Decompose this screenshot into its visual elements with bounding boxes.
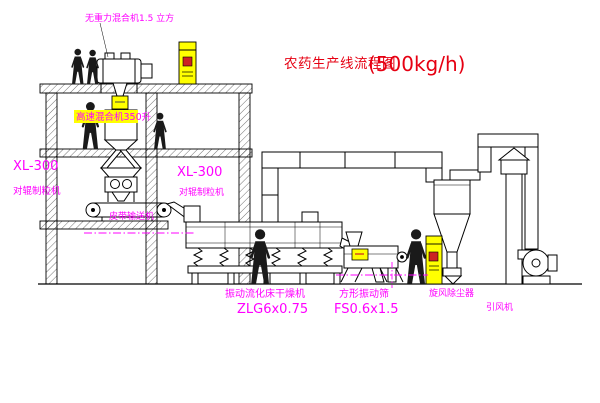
diagram-title: 农药生产线流程图 — [284, 56, 396, 72]
horizontal-duct — [261, 151, 443, 169]
cyclone-separator — [433, 133, 539, 285]
label-cyclone: 旋风除尘器 — [429, 287, 474, 299]
label-fan: 引风机 — [486, 301, 513, 313]
dryer-stub-nozzle — [301, 211, 319, 223]
label-granulator-mid-model: XL-300 — [177, 165, 222, 180]
label-top-mixer: 无重力混合机1.5 立方 — [85, 12, 174, 24]
stack-cap-body — [500, 159, 528, 175]
label-sieve-name: 方形振动筛 — [339, 287, 389, 300]
stack-cap-cone — [497, 147, 531, 161]
roller-left — [110, 179, 120, 189]
centerlines — [84, 232, 428, 288]
label-belt-conveyor: 皮带输送机 — [109, 210, 154, 222]
vibrating-sieve — [340, 231, 408, 283]
control-cabinet-top — [178, 41, 197, 85]
dryer-inlet — [183, 205, 201, 223]
annotations: 无重力混合机1.5 立方 农药生产线流程图 (500kg/h) 高速混合机350… — [13, 12, 513, 317]
worker-top-1 — [71, 47, 85, 85]
floor-slab-top — [39, 83, 253, 94]
mixer-motor — [140, 63, 153, 79]
floor-slab-mid — [39, 148, 253, 158]
label-dryer-name: 振动流化床干燥机 — [225, 287, 305, 300]
cyclone-outlet-stub — [449, 169, 481, 181]
rotary-valve — [442, 267, 462, 277]
diagram-title-capacity: (500kg/h) — [368, 52, 465, 76]
cyclone-dipleg — [446, 251, 458, 269]
top-duct — [477, 133, 539, 148]
building-structure — [39, 83, 253, 285]
belt-conveyor — [85, 201, 193, 221]
leader-line-top-mixer — [99, 22, 109, 58]
worker-level2-left — [81, 100, 100, 151]
label-dryer-model: ZLG6x0.75 — [237, 302, 308, 317]
roller-right — [122, 179, 132, 189]
roller-granulator — [99, 167, 143, 202]
worker-ground-right — [405, 227, 427, 286]
label-granulator-left-model: XL-300 — [13, 159, 58, 174]
fan-motor — [547, 254, 558, 272]
label-high-speed-mixer: 高速混合机350升 — [76, 111, 152, 123]
sieve-spout — [371, 267, 385, 283]
label-granulator-mid-name: 对辊制粒机 — [179, 186, 224, 198]
induced-draft-fan — [517, 249, 558, 285]
fan-base — [522, 275, 551, 285]
down-duct — [524, 146, 539, 250]
gravity-free-mixer — [96, 52, 153, 113]
label-granulator-left-name: 对辊制粒机 — [13, 185, 61, 197]
floor-slab-low — [39, 220, 169, 230]
exhaust-duct — [261, 151, 443, 223]
label-sieve-model: FS0.6x1.5 — [334, 302, 399, 317]
control-cabinet-right — [425, 235, 443, 285]
label-highlight-hsm — [74, 110, 138, 123]
cyclone-barrel — [433, 179, 471, 215]
